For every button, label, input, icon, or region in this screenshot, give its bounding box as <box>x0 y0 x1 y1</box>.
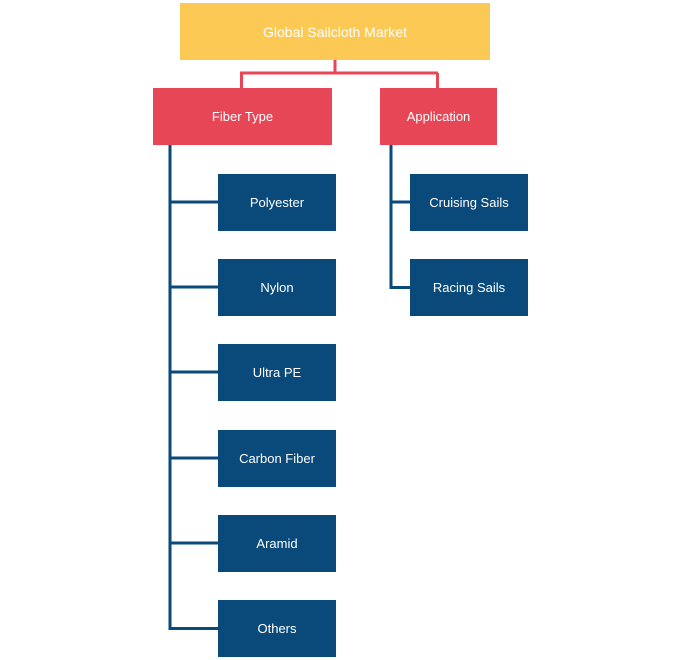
category-label: Fiber Type <box>211 109 274 124</box>
fiber-type-connectors <box>168 145 218 630</box>
leaf-label: Cruising Sails <box>429 195 509 210</box>
leaf-ultra-pe: Ultra PE <box>218 344 336 401</box>
leaf-label: Others <box>257 621 297 636</box>
leaf-cruising-sails: Cruising Sails <box>410 174 528 231</box>
leaf-aramid: Aramid <box>218 515 336 572</box>
leaf-label: Polyester <box>249 195 305 210</box>
leaf-label: Ultra PE <box>252 365 302 380</box>
leaf-racing-sails: Racing Sails <box>410 259 528 316</box>
root-label: Global Sailcloth Market <box>263 23 407 40</box>
leaf-polyester: Polyester <box>218 174 336 231</box>
leaf-label: Nylon <box>260 280 294 295</box>
leaf-label: Aramid <box>256 536 298 551</box>
category-fiber-type: Fiber Type <box>153 88 332 145</box>
leaf-nylon: Nylon <box>218 259 336 316</box>
leaf-carbon-fiber: Carbon Fiber <box>218 430 336 487</box>
leaf-label: Carbon Fiber <box>239 451 315 466</box>
root-node: Global Sailcloth Market <box>180 3 490 60</box>
leaf-others: Others <box>218 600 336 657</box>
category-application: Application <box>380 88 497 145</box>
root-connectors <box>240 60 439 88</box>
category-label: Application <box>406 109 471 124</box>
leaf-label: Racing Sails <box>432 280 506 295</box>
application-connectors <box>389 145 410 289</box>
